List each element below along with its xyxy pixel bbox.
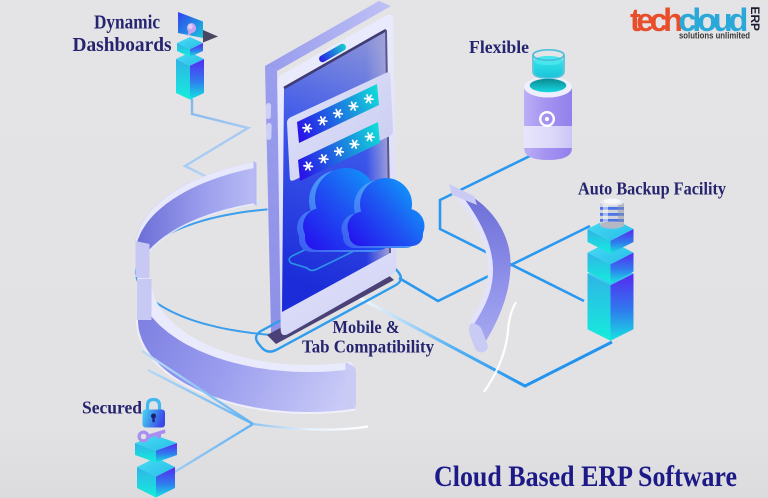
svg-text:solutions unlimited: solutions unlimited <box>679 31 750 41</box>
svg-text:Cloud Based ERP Software: Cloud Based ERP Software <box>434 460 737 493</box>
svg-text:Mobile &: Mobile & <box>333 317 400 337</box>
svg-text:Dashboards: Dashboards <box>73 35 172 56</box>
svg-text:techcloud: techcloud <box>630 2 747 38</box>
svg-text:Tab Compatibility: Tab Compatibility <box>302 337 434 357</box>
svg-text:Dynamic: Dynamic <box>94 13 160 34</box>
svg-text:Secured: Secured <box>82 398 142 418</box>
svg-text:ERP: ERP <box>748 7 760 32</box>
svg-text:Flexible: Flexible <box>469 37 529 57</box>
svg-text:Auto Backup Facility: Auto Backup Facility <box>578 179 726 199</box>
